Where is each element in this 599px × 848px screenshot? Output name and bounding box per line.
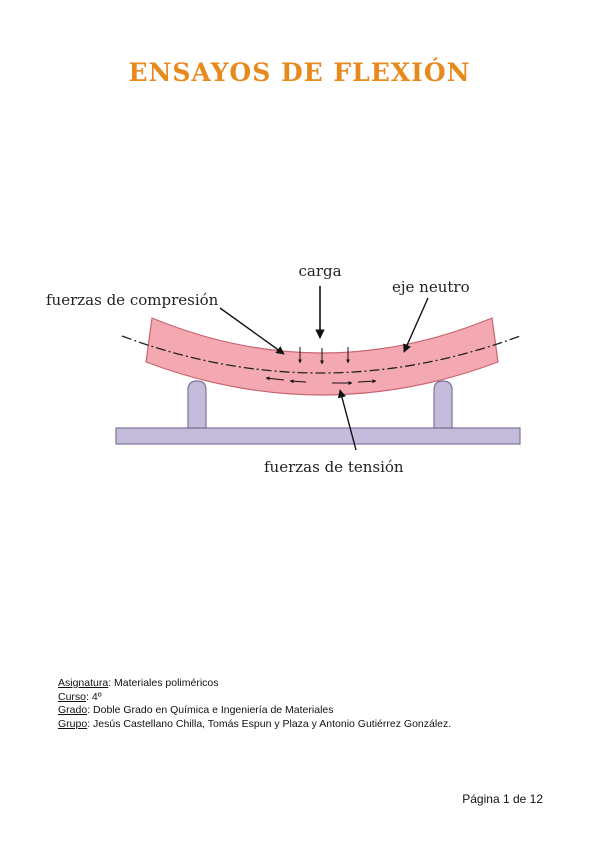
right-support — [433, 380, 453, 429]
tension-arrow — [265, 376, 285, 381]
label-eje-neutro: eje neutro — [392, 278, 470, 296]
neutral-axis — [121, 335, 521, 374]
tension-arrow — [357, 379, 377, 384]
document-info: Asignatura: Materiales poliméricos Curso… — [58, 677, 451, 731]
curso-value: : 4º — [86, 690, 102, 703]
grado-value: : Doble Grado en Química e Ingeniería de… — [87, 704, 334, 716]
left-support — [187, 380, 207, 429]
grupo-label: Grupo — [58, 717, 88, 730]
label-fuerzas-compresion: fuerzas de compresión — [46, 291, 219, 309]
grupo-value: : Jesús Castellano Chilla, Tomás Espun y… — [87, 717, 452, 730]
info-row-grado: Grado: Doble Grado en Química e Ingenier… — [58, 704, 451, 718]
asignatura-label: Asignatura — [58, 677, 109, 689]
label-fuerzas-tension: fuerzas de tensión — [264, 458, 404, 476]
label-carga: carga — [298, 262, 341, 280]
info-row-grupo: Grupo: Jesús Castellano Chilla, Tomás Es… — [58, 718, 451, 732]
asignatura-value: : Materiales poliméricos — [108, 677, 219, 689]
tension-arrow — [289, 379, 307, 384]
info-row-curso: Curso: 4º — [58, 691, 451, 705]
neutral-axis-pointer — [403, 297, 429, 353]
curso-label: Curso — [58, 690, 87, 703]
bending-test-diagram: carga fuerzas de compresión eje neutro f… — [46, 262, 521, 476]
page-number: Página 1 de 12 — [462, 792, 543, 806]
grado-label: Grado — [58, 704, 88, 716]
tension-pointer — [337, 389, 357, 451]
info-row-asignatura: Asignatura: Materiales poliméricos — [58, 677, 451, 691]
base-plate — [115, 427, 521, 445]
compression-pointer — [219, 307, 285, 355]
page-title: ENSAYOS DE FLEXIÓN — [128, 58, 471, 87]
